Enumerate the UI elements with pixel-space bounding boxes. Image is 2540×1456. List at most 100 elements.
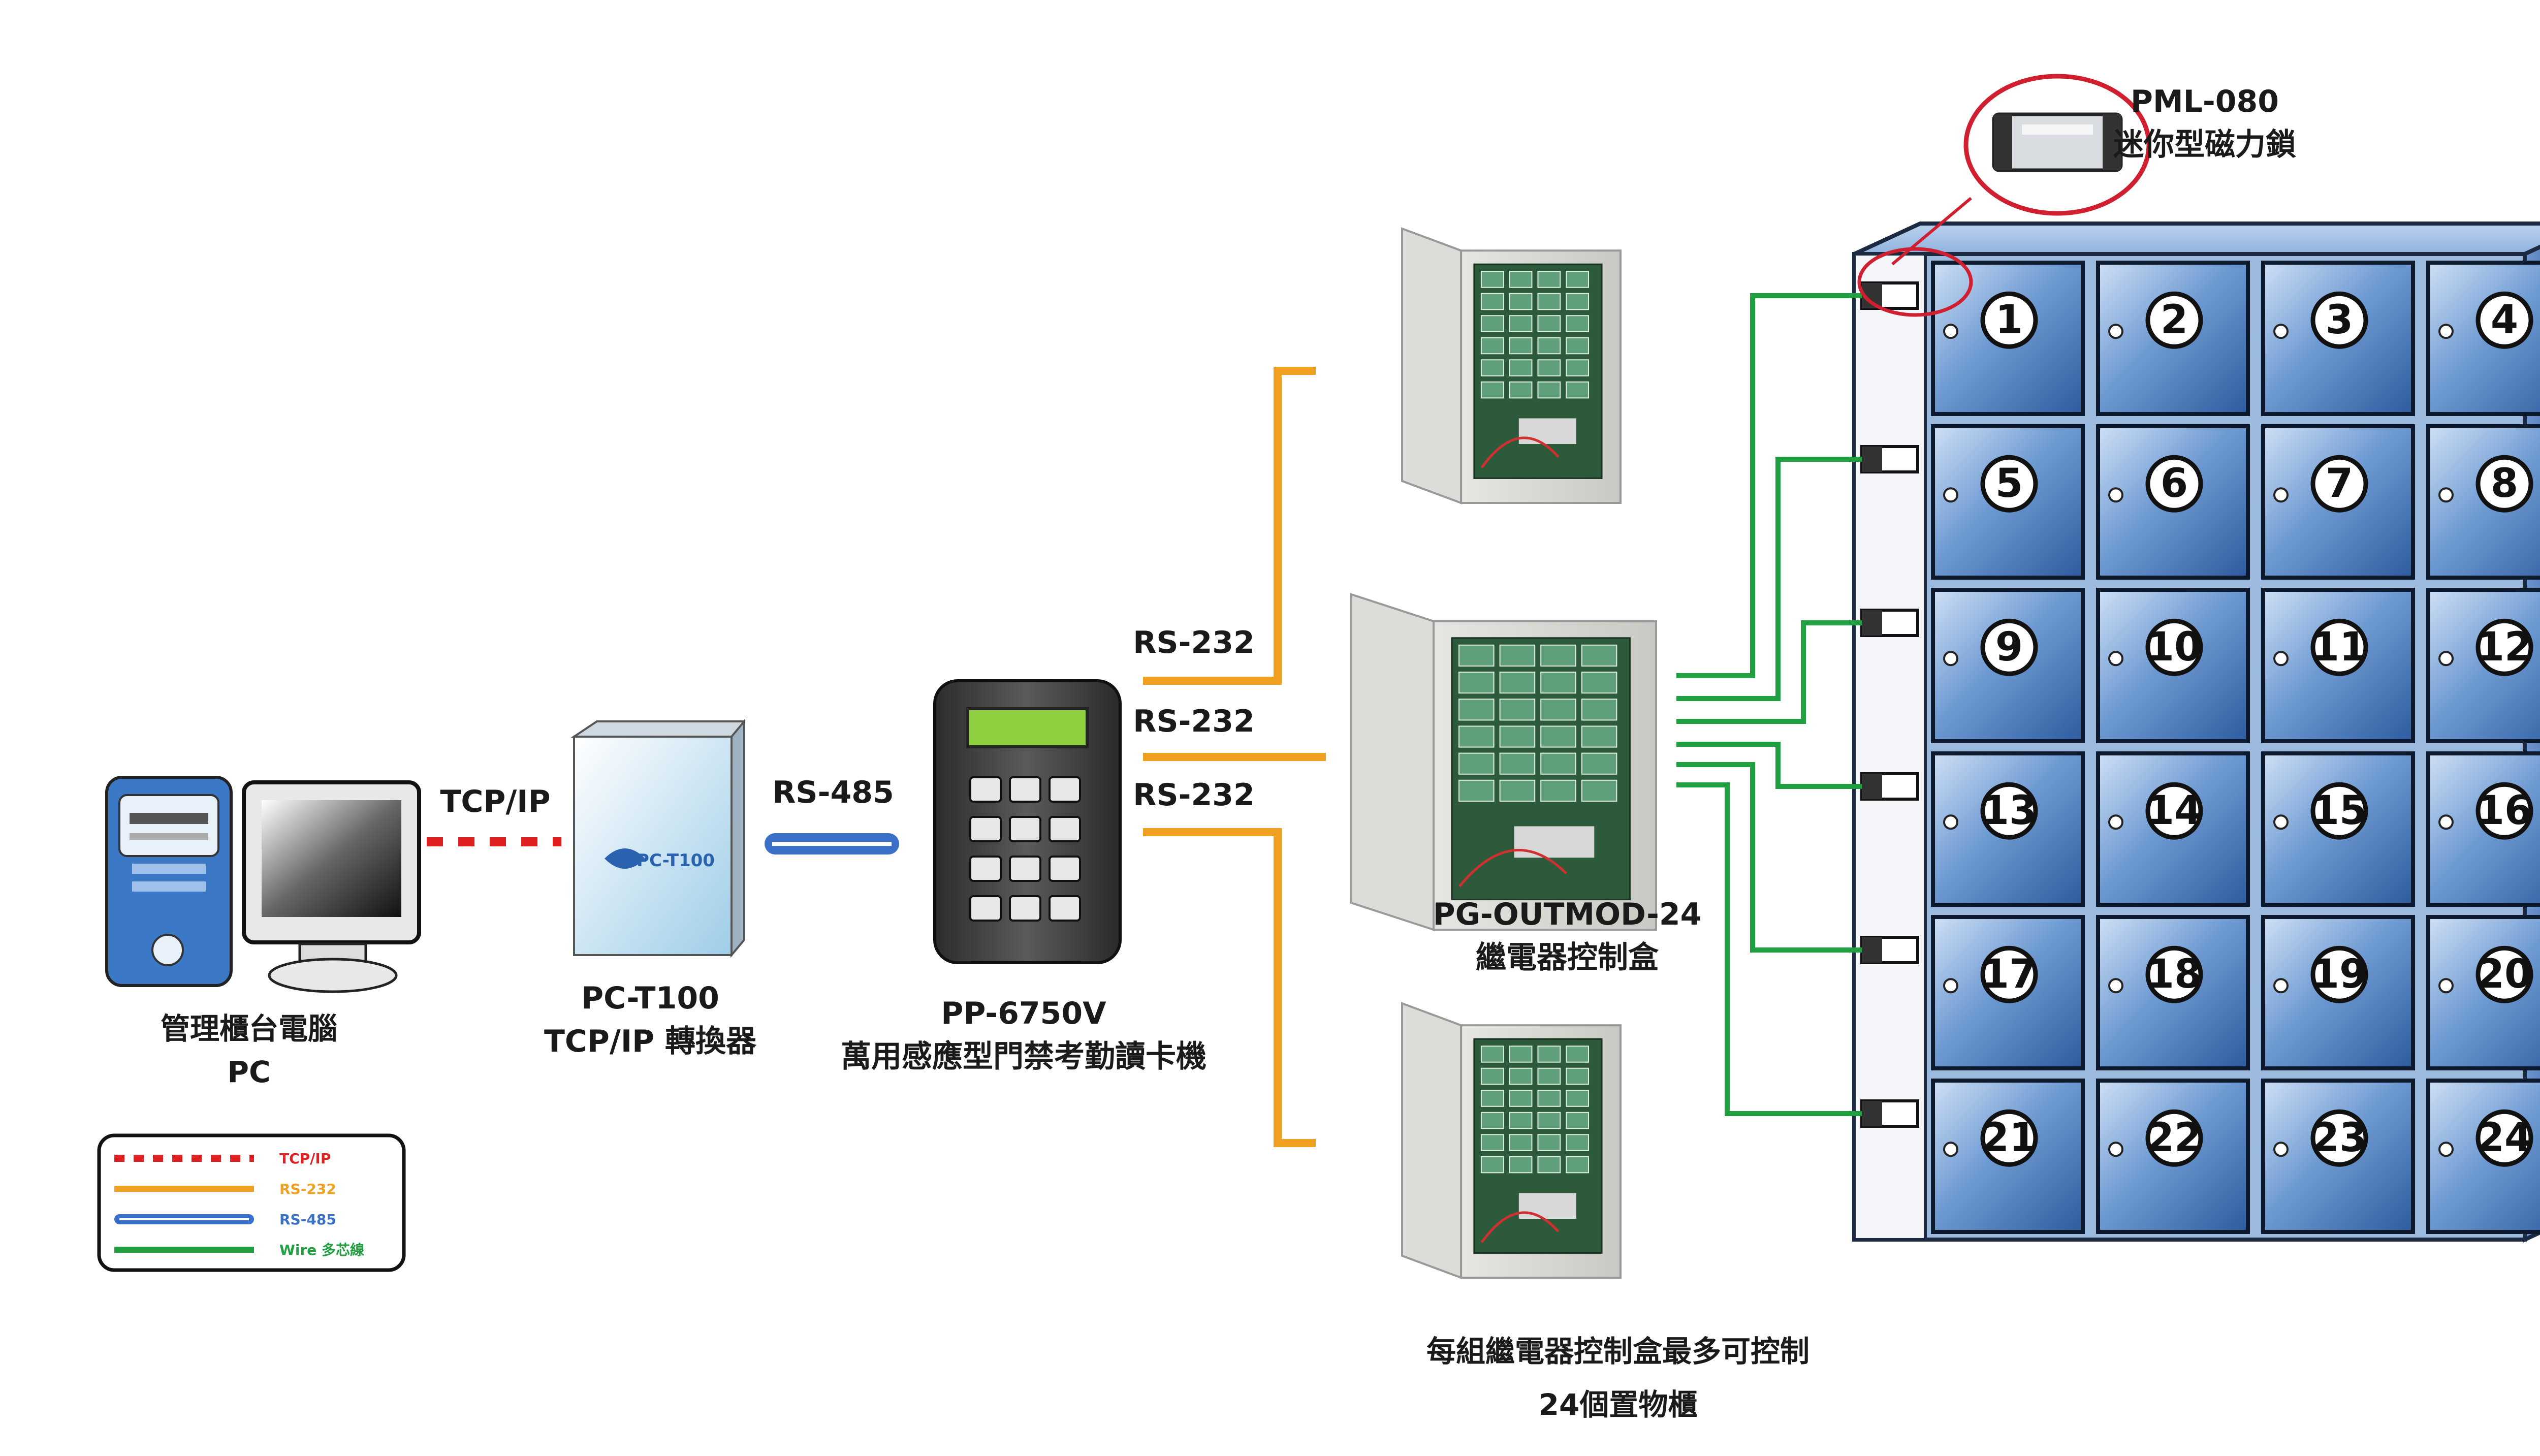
relay-module (1581, 779, 1617, 802)
locker-keyhole-icon (2108, 978, 2123, 994)
relay-module (1537, 1156, 1561, 1174)
relay-module (1581, 644, 1617, 667)
locker-keyhole-icon (2438, 651, 2454, 667)
keypad-key (1009, 856, 1041, 882)
locker-number-badge (1980, 618, 2038, 676)
relay-module (1540, 779, 1576, 802)
locker-number: 23 (2312, 1115, 2367, 1161)
locker-number-badge (1980, 782, 2038, 840)
relay-module (1566, 315, 1590, 332)
wire-line (1676, 457, 1862, 701)
legend-label: RS-485 (279, 1211, 336, 1228)
locker-door: 21 (1931, 1079, 2085, 1234)
relay-module (1537, 1134, 1561, 1151)
relay-module (1509, 337, 1533, 355)
keypad-key (1009, 816, 1041, 842)
keypad-key (1009, 776, 1041, 803)
locker-keyhole-icon (1943, 814, 1958, 830)
relay-module (1509, 1046, 1533, 1063)
relay-module (1566, 1134, 1590, 1151)
relay-module (1566, 1067, 1590, 1085)
locker-number-badge (1980, 1109, 2038, 1167)
relay-module (1537, 337, 1561, 355)
locker-door: 11 (2261, 588, 2415, 743)
keypad-key (969, 895, 1002, 922)
locker-keyhole-icon (2108, 487, 2123, 503)
locker-number: 9 (1995, 624, 2023, 670)
pc-tower-icon (105, 776, 233, 987)
relay-module (1499, 699, 1536, 721)
lock-tabs (1860, 281, 1919, 1128)
keypad-key (1049, 895, 1081, 922)
relay-module (1509, 1134, 1533, 1151)
locker-door: 18 (2096, 915, 2250, 1070)
rs485-label: RS-485 (772, 775, 894, 810)
locker-keyhole-icon (1943, 487, 1958, 503)
locker-keyhole-icon (2273, 1142, 2289, 1157)
relay-module (1509, 293, 1533, 310)
pc-computer: 管理櫃台電腦 PC (105, 776, 421, 1089)
locker-door: 23 (2261, 1079, 2415, 1234)
locker-number-badge (2475, 455, 2533, 513)
relay-module (1581, 752, 1617, 775)
locker-number-badge (2475, 782, 2533, 840)
locker-number-badge (2475, 618, 2533, 676)
relay-module (1540, 644, 1576, 667)
relay-module (1480, 1156, 1504, 1174)
relay-module (1537, 359, 1561, 376)
locker-number-badge (2310, 1109, 2368, 1167)
relay-module (1509, 1112, 1533, 1129)
converter-label-line2: TCP/IP 轉換器 (544, 1024, 757, 1059)
converter-icon: PC-T100 (570, 718, 746, 958)
locker-keyhole-icon (2108, 1142, 2123, 1157)
relay-module (1581, 725, 1617, 748)
locker-number: 7 (2326, 461, 2353, 507)
relay-module (1509, 1067, 1533, 1085)
relay-module (1480, 359, 1504, 376)
lock-label-line2: 迷你型磁力鎖 (2113, 127, 2296, 163)
relay-module (1499, 752, 1536, 775)
relay-module (1480, 1046, 1504, 1063)
relay-module (1566, 293, 1590, 310)
relay-module (1566, 1112, 1590, 1129)
locker-number-badge (2145, 618, 2203, 676)
locker-door: 17 (1931, 915, 2085, 1070)
locker-door: 3 (2261, 261, 2415, 416)
locker-door: 14 (2096, 751, 2250, 907)
locker-number: 5 (1995, 461, 2023, 507)
relay-box-label-line2: 繼電器控制盒 (1476, 940, 1659, 975)
lock-label-line1: PML-080 (2131, 84, 2279, 119)
relay-box-label-line1: PG-OUTMOD-24 (1433, 897, 1702, 932)
locker-number: 10 (2147, 624, 2202, 670)
keypad-key (1049, 816, 1081, 842)
locker-number-badge (2145, 945, 2203, 1003)
keypad-key (1009, 895, 1041, 922)
relay-module (1480, 1112, 1504, 1129)
locker-keyhole-icon (2438, 324, 2454, 339)
locker-number: 17 (1982, 952, 2037, 997)
locker-door: 1 (1931, 261, 2085, 416)
locker-door: 16 (2426, 751, 2540, 907)
relay-module (1480, 271, 1504, 288)
relay-module (1499, 725, 1536, 748)
relay-box-icon (1401, 227, 1622, 504)
relay-module (1540, 725, 1576, 748)
locker-number-badge (2310, 782, 2368, 840)
relay-module (1480, 315, 1504, 332)
converter-label-line1: PC-T100 (581, 980, 719, 1016)
pml-080-callout: PML-080 迷你型磁力鎖 (1857, 74, 2296, 317)
relay-module (1540, 671, 1576, 694)
keypad-key (969, 856, 1002, 882)
wire-line (1676, 742, 1862, 789)
pp-6750v-reader: PP-6750V 萬用感應型門禁考勤讀卡機 (841, 679, 1206, 1074)
locker-keyhole-icon (1943, 978, 1958, 994)
locker-keyhole-icon (2273, 651, 2289, 667)
rs232-label-middle: RS-232 (1133, 704, 1255, 739)
locker-keyhole-icon (2273, 814, 2289, 830)
relay-module (1566, 337, 1590, 355)
locker-number: 8 (2491, 461, 2518, 507)
magnetic-lock-icon (1992, 112, 2123, 172)
